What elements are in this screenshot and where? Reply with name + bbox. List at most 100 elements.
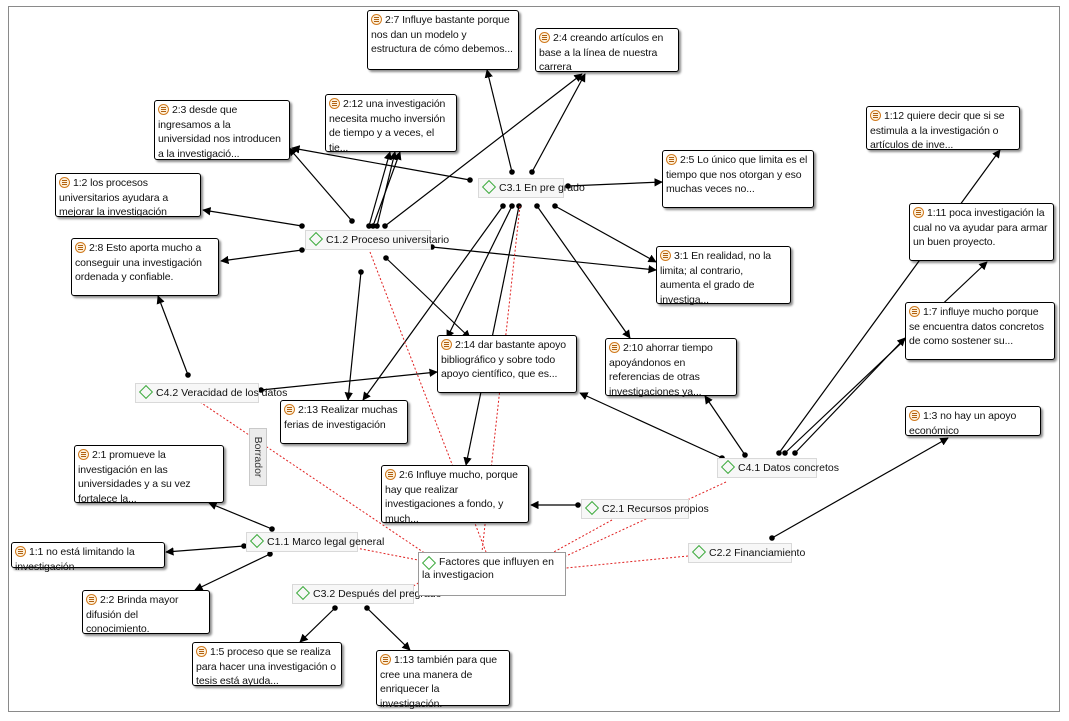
code-icon	[138, 385, 154, 400]
quotation-icon	[380, 654, 391, 665]
link-c31-q214-origin	[509, 203, 515, 209]
link-c31-q25-origin	[565, 183, 571, 189]
link-c41-q112	[778, 149, 1001, 454]
quote-2-3[interactable]: 2:3 desde que ingresamos a la universida…	[154, 100, 290, 160]
quotation-icon	[913, 207, 924, 218]
link-c11-q22	[194, 553, 271, 591]
link-c32-q15-origin	[332, 605, 338, 611]
dashed-c21-factores	[551, 519, 613, 554]
link-c31-q31-origin	[552, 203, 558, 209]
quote-1-12[interactable]: 1:12 quiere decir que si se estimula a l…	[866, 106, 1020, 151]
code-icon	[308, 232, 324, 247]
quote-1-7[interactable]: 1:7 influye mucho porque se encuentra da…	[905, 302, 1055, 360]
link-c31-q24	[531, 73, 586, 173]
quotation-icon	[86, 594, 97, 605]
network-canvas	[8, 6, 1060, 712]
quote-1-3[interactable]: 1:3 no hay un apoyo económico	[905, 406, 1041, 437]
link-c31-q31	[554, 205, 657, 263]
code-c3-1[interactable]: C3.1 En pre grado	[478, 178, 585, 198]
quote-2-1[interactable]: 2:1 promueve la investigación en las uni…	[74, 445, 224, 505]
link-c12-q212-c-origin	[366, 223, 372, 229]
dashed-c42-factores	[199, 401, 433, 559]
link-c12-q12-origin	[299, 223, 305, 229]
quotation-icon	[196, 646, 207, 657]
code-c1-1[interactable]: C1.1 Marco legal general	[246, 532, 384, 552]
code-factores[interactable]: Factores que influyen en la investigacio…	[418, 552, 566, 596]
link-c11-q21-origin	[269, 526, 275, 532]
quotation-icon	[59, 177, 70, 188]
code-c3-2[interactable]: C3.2 Después del pregrado	[292, 584, 441, 604]
quote-2-8[interactable]: 2:8 Esto aporta mucho a conseguir una in…	[71, 238, 219, 296]
link-c41-q112-origin	[776, 450, 782, 456]
quote-2-12[interactable]: 2:12 una investigación necesita mucho in…	[325, 94, 457, 154]
link-c31-q24-origin	[529, 169, 535, 175]
link-c21-q26-origin	[575, 502, 581, 508]
link-c12-q24	[384, 73, 583, 227]
code-icon	[691, 545, 707, 560]
quote-2-13[interactable]: 2:13 Realizar muchas ferias de investiga…	[280, 400, 408, 444]
link-c41-q17	[794, 337, 906, 454]
quote-2-14[interactable]: 2:14 dar bastante apoyo bibliográfico y …	[437, 335, 577, 393]
link-c12-q214	[385, 257, 471, 339]
quotation-icon	[660, 250, 671, 261]
quotation-icon	[870, 110, 881, 121]
quotation-icon	[666, 154, 677, 165]
draft-watermark: Borrador	[249, 428, 267, 486]
dashed-c22-factores	[565, 555, 689, 569]
quotation-icon	[909, 306, 920, 317]
link-c41-q214	[579, 392, 723, 459]
quotation-icon	[385, 469, 396, 480]
code-c2-2[interactable]: C2.2 Financiamiento	[688, 543, 805, 563]
link-c32-q113	[366, 607, 411, 651]
code-icon	[421, 555, 437, 571]
quotation-icon	[441, 339, 452, 350]
quotation-icon	[15, 546, 26, 557]
link-c12-q28	[220, 249, 303, 265]
quote-1-11[interactable]: 1:11 poca investigación la cual no va ay…	[909, 203, 1054, 261]
link-c11-q21	[208, 502, 273, 530]
quotation-icon	[284, 404, 295, 415]
quotation-icon	[371, 14, 382, 25]
dashed-c41-factores	[565, 481, 727, 557]
link-c12-q24-origin	[382, 223, 388, 229]
link-c31-q213-origin	[500, 203, 506, 209]
quotation-icon	[329, 98, 340, 109]
link-c31-q214	[446, 205, 513, 339]
code-c4-1[interactable]: C4.1 Datos concretos	[717, 458, 839, 478]
link-c12-q31	[431, 246, 657, 274]
quote-2-2[interactable]: 2:2 Brinda mayor difusión del conocimien…	[82, 590, 210, 635]
link-c12-q214-origin	[383, 255, 389, 261]
quote-1-2[interactable]: 1:2 los procesos universitarios ayudara …	[55, 173, 201, 218]
quotation-icon	[609, 342, 620, 353]
link-c12-q23	[288, 147, 353, 222]
link-c42-q28-origin	[185, 372, 191, 378]
code-icon	[720, 460, 736, 475]
quotation-icon	[539, 32, 550, 43]
link-c42-q214-origin	[258, 387, 264, 393]
code-c2-1[interactable]: C2.1 Recursos propios	[581, 499, 709, 519]
code-icon	[249, 534, 265, 549]
link-c41-q17-origin	[792, 450, 798, 456]
link-c12-q213	[344, 271, 362, 401]
quote-1-5[interactable]: 1:5 proceso que se realiza para hacer un…	[192, 642, 342, 687]
link-c12-q212-a-origin	[370, 223, 376, 229]
quote-1-13[interactable]: 1:13 también para que cree una manera de…	[376, 650, 510, 710]
quote-2-6[interactable]: 2:6 Influye mucho, porque hay que realiz…	[381, 465, 529, 525]
link-c42-q214	[260, 368, 438, 391]
link-c32-q15	[299, 607, 336, 643]
link-c12-q212-b	[376, 151, 398, 227]
quote-2-7[interactable]: 2:7 Influye bastante porque nos dan un m…	[367, 10, 519, 70]
link-c31-q210	[536, 205, 631, 339]
code-c1-2[interactable]: C1.2 Proceso universitario	[305, 230, 449, 250]
quote-3-1[interactable]: 3:1 En realidad, no la limita; al contra…	[656, 246, 791, 306]
link-c12-q12	[202, 207, 303, 227]
link-c11-q11-origin	[241, 543, 247, 549]
quote-2-10[interactable]: 2:10 ahorrar tiempo apoyándonos en refer…	[605, 338, 737, 398]
code-c4-2[interactable]: C4.2 Veracidad de los datos	[135, 383, 287, 403]
quote-2-4[interactable]: 2:4 creando artículos en base a la línea…	[535, 28, 679, 73]
quote-1-1[interactable]: 1:1 no está limitando la investigación	[11, 542, 165, 573]
quotation-icon	[158, 104, 169, 115]
quote-2-5[interactable]: 2:5 Lo único que limita es el tiempo que…	[662, 150, 814, 208]
link-c12-q28-origin	[299, 247, 305, 253]
